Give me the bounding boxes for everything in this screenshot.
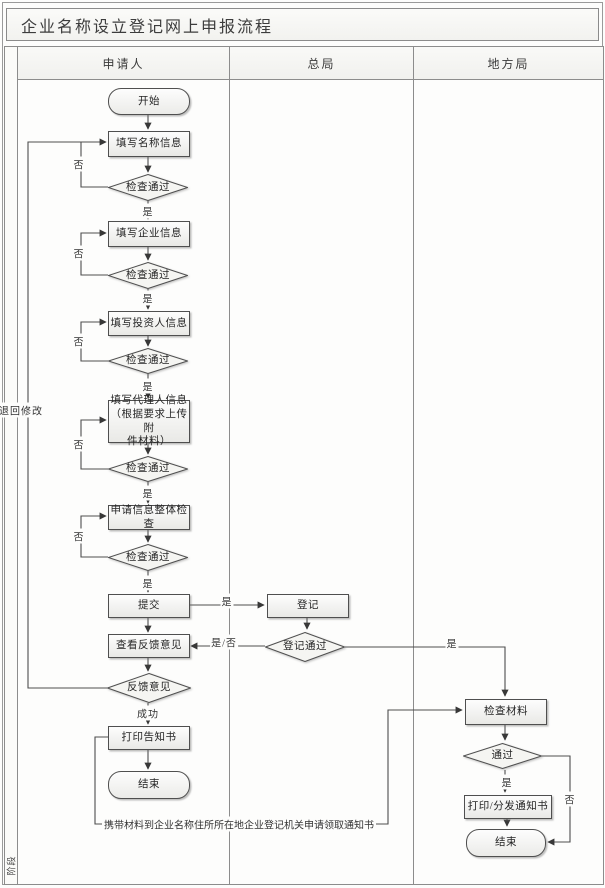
edge-label-yes-3: 是 (141, 378, 155, 394)
edge-label-yes-4: 是 (141, 485, 155, 501)
node-print-notice: 打印告知书 (108, 726, 190, 750)
node-fill-investor-info: 填写投资人信息 (108, 311, 190, 336)
edge-label-no-4: 否 (72, 436, 86, 452)
edge-label-register-to-local: 是 (445, 635, 459, 651)
node-register-label: 登记 (297, 600, 319, 612)
diamond-shape (463, 743, 542, 769)
annotation-bring-materials: 携带材料到企业名称住所所在地企业登记机关申请领取通知书 (102, 816, 376, 832)
node-fill-company-info-label: 填写企业信息 (116, 228, 182, 240)
edge-label-no-3: 否 (72, 333, 86, 349)
diamond-shape (108, 262, 188, 289)
diagram-title: 企业名称设立登记网上申报流程 (21, 18, 274, 36)
diamond-shape (265, 632, 345, 662)
diagram-title-bar: 企业名称设立登记网上申报流程 (6, 8, 599, 41)
node-end-applicant-label: 结束 (138, 779, 160, 791)
diamond-shape (108, 544, 188, 571)
edge-label-pass-no: 否 (563, 791, 577, 807)
node-pass-label: 通过 (491, 750, 514, 762)
node-check-company-label: 检查通过 (126, 269, 170, 281)
node-check-name: 检查通过 (108, 174, 188, 201)
diamond-shape (108, 348, 188, 374)
node-feedback: 反馈意见 (107, 673, 191, 703)
node-overall-check: 申请信息整体检查 (108, 505, 190, 530)
node-view-feedback-label: 查看反馈意见 (116, 640, 182, 652)
lane-header-row: 申请人 总局 地方局 (18, 47, 603, 80)
edge-label-submit-yes: 是 (220, 593, 234, 609)
lane-header-central-bureau: 总局 (230, 47, 414, 79)
edge-label-no-5: 否 (72, 528, 86, 544)
node-check-agent-label: 检查通过 (126, 463, 170, 475)
node-check-investor: 检查通过 (108, 348, 188, 374)
node-check-materials: 检查材料 (465, 699, 547, 725)
diamond-shape (108, 456, 188, 482)
node-end-local: 结束 (466, 829, 546, 857)
edge-label-yes-1: 是 (141, 203, 155, 219)
node-register-pass: 登记通过 (265, 632, 345, 662)
node-check-overall: 检查通过 (108, 544, 188, 571)
edge-label-return-modify: 退回修改 (0, 402, 44, 418)
node-overall-check-label: 申请信息整体检查 (110, 504, 188, 530)
node-register-pass-label: 登记通过 (283, 641, 327, 653)
node-print-distribute-label: 打印/分发通知书 (467, 801, 549, 813)
node-feedback-label: 反馈意见 (127, 682, 171, 694)
node-print-notice-label: 打印告知书 (121, 732, 177, 744)
node-check-name-label: 检查通过 (126, 181, 170, 193)
lane-header-local-bureau: 地方局 (487, 56, 530, 71)
diamond-shape (107, 673, 191, 703)
node-check-company: 检查通过 (108, 262, 188, 289)
diamond-shape (108, 174, 188, 201)
node-submit: 提交 (108, 594, 190, 618)
node-view-feedback: 查看反馈意见 (108, 634, 190, 658)
phase-label: 阶段 (6, 855, 17, 876)
lane-divider-2 (413, 79, 414, 884)
edge-label-yes-5: 是 (141, 575, 155, 591)
edge-label-register-feedback: 是/否 (210, 634, 238, 650)
node-fill-name-info-label: 填写名称信息 (116, 138, 182, 150)
node-end-applicant: 结束 (108, 771, 190, 799)
node-fill-name-info: 填写名称信息 (108, 131, 190, 157)
node-pass: 通过 (463, 743, 542, 769)
node-submit-label: 提交 (138, 600, 160, 612)
edge-label-pass-yes: 是 (500, 774, 514, 790)
edge-label-no-2: 否 (72, 245, 86, 261)
node-fill-company-info: 填写企业信息 (108, 221, 190, 247)
phase-column: 阶段 (4, 46, 18, 885)
edge-label-success: 成功 (136, 705, 160, 721)
node-register: 登记 (267, 594, 349, 618)
node-check-overall-label: 检查通过 (126, 551, 170, 563)
edge-label-no-1: 否 (72, 156, 86, 172)
node-start-label: 开始 (138, 95, 160, 107)
node-end-local-label: 结束 (495, 837, 517, 849)
node-print-distribute: 打印/分发通知书 (464, 795, 552, 819)
node-check-investor-label: 检查通过 (126, 355, 170, 367)
lane-divider-1 (229, 79, 230, 884)
node-check-materials-label: 检查材料 (484, 706, 528, 718)
lane-header-applicant: 申请人 (18, 47, 230, 79)
node-start: 开始 (108, 88, 190, 115)
edge-label-yes-2: 是 (141, 290, 155, 306)
node-fill-investor-info-label: 填写投资人信息 (110, 317, 188, 329)
node-fill-agent-info: 填写代理人信息 （根据要求上传附 件材料） (108, 395, 190, 447)
node-check-agent: 检查通过 (108, 456, 188, 482)
node-fill-agent-info-label: 填写代理人信息 （根据要求上传附 件材料） (110, 395, 188, 448)
